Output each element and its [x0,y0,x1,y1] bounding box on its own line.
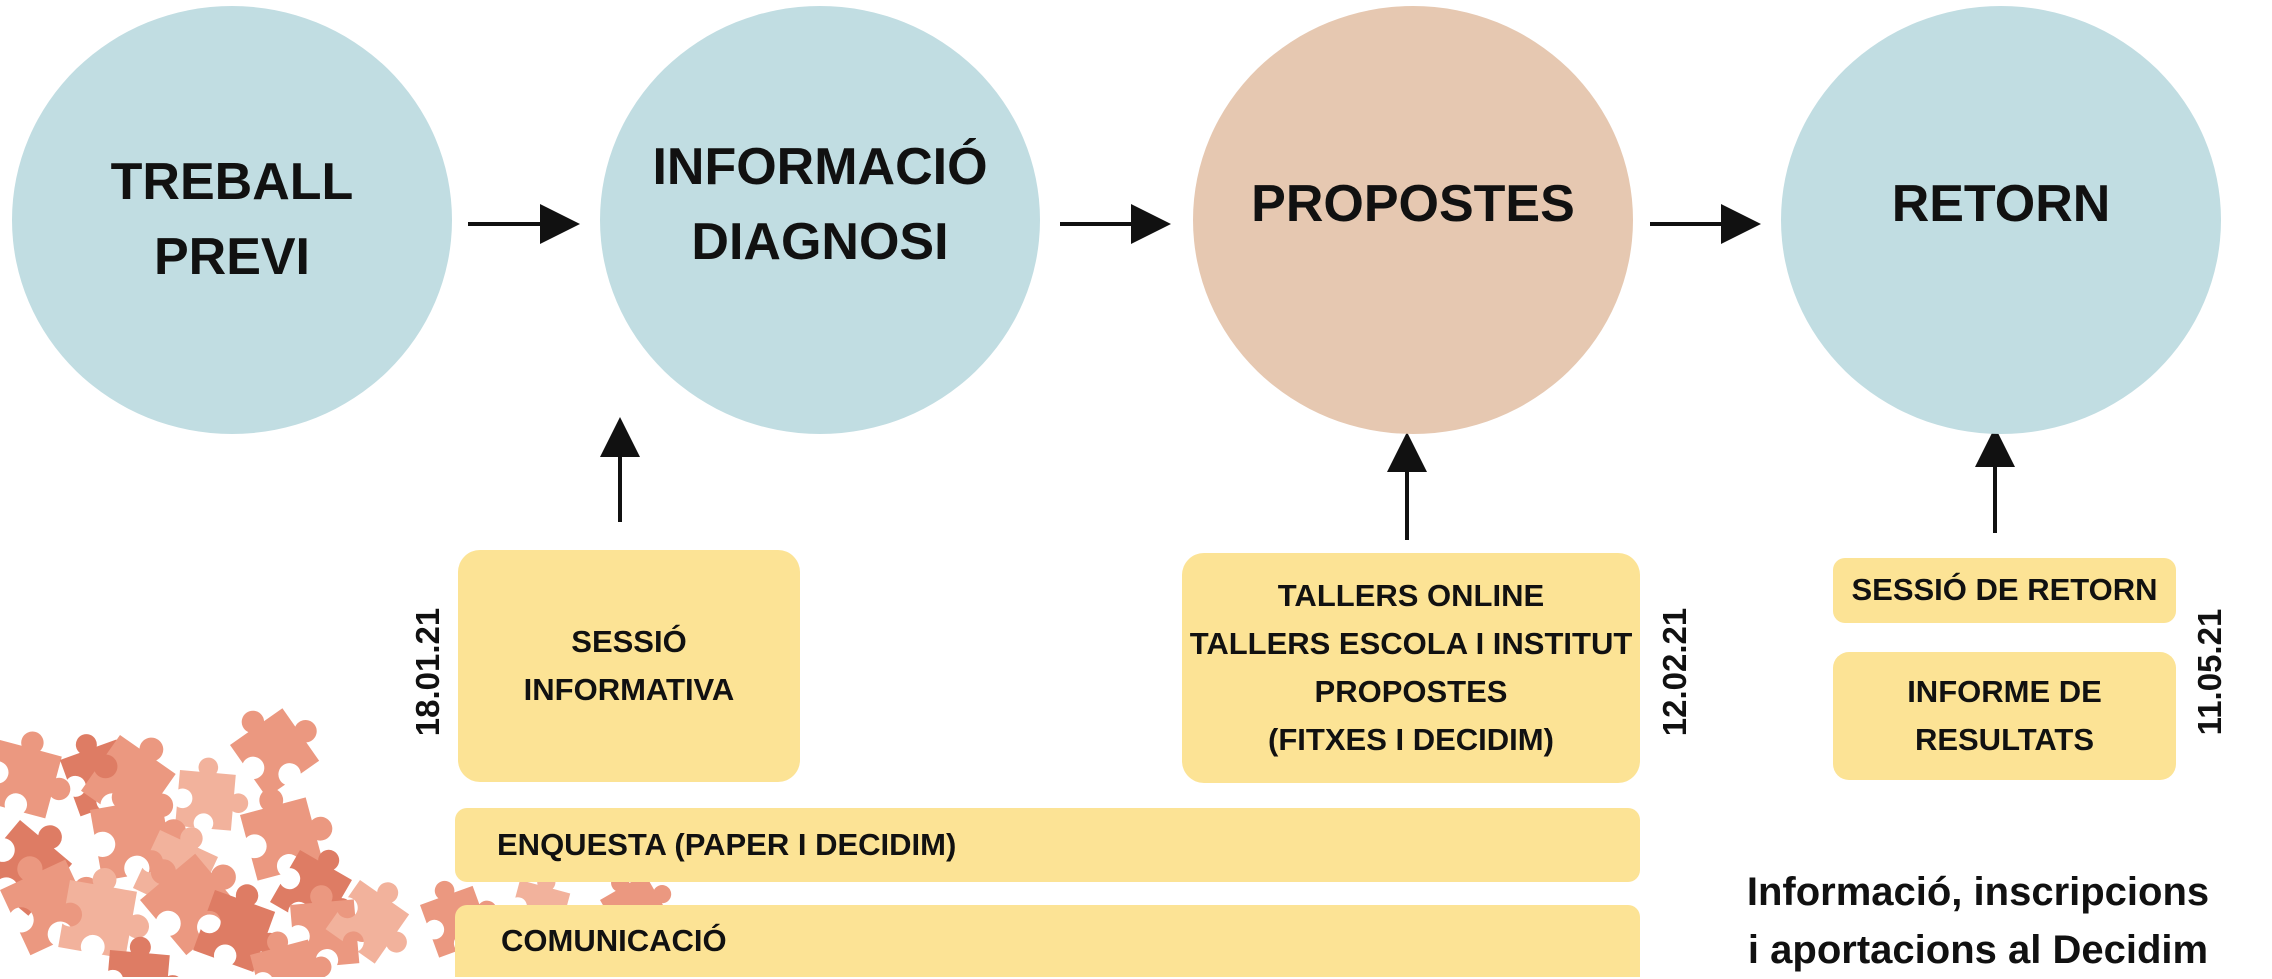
date-tallers: 12.02.21 [1656,607,1693,737]
stage-treball-previ-label: TREBALL PREVI [110,152,354,286]
stage-retorn-label: RETORN [1891,175,2111,234]
stage-informacio-diagnosi: INFORMACIÓ DIAGNOSI [600,6,1040,434]
activity-sessio-informativa: SESSIÓ INFORMATIVA [458,550,800,782]
footer-note: Informació, inscripcions i aportacions a… [1746,870,2210,972]
bar-comunicacio-label: COMUNICACIÓ [501,923,727,958]
stage-informacio-diagnosi-label: INFORMACIÓ DIAGNOSI [652,137,988,271]
stage-propostes-label: PROPOSTES [1251,175,1575,234]
stage-retorn: RETORN [1781,6,2221,434]
bar-comunicacio: COMUNICACIÓ [455,905,1640,977]
bar-enquesta-label: ENQUESTA (PAPER I DECIDIM) [497,827,957,862]
activity-sessio-informativa-label: SESSIÓ INFORMATIVA [523,623,735,707]
bar-enquesta: ENQUESTA (PAPER I DECIDIM) [455,808,1640,882]
activity-sessio-retorn: SESSIÓ DE RETORN [1833,558,2176,623]
date-retorn: 11.05.21 [2191,608,2228,736]
activity-tallers-label: TALLERS ONLINE TALLERS ESCOLA I INSTITUT… [1189,577,1633,758]
date-sessio-informativa: 18.01.21 [409,607,446,737]
activity-sessio-retorn-label: SESSIÓ DE RETORN [1851,572,2158,608]
activity-informe-resultats-label: INFORME DE RESULTATS [1907,673,2102,757]
stage-propostes: PROPOSTES [1193,6,1633,434]
activity-tallers: TALLERS ONLINE TALLERS ESCOLA I INSTITUT… [1182,553,1640,783]
stage-treball-previ: TREBALL PREVI [12,6,452,434]
activity-informe-resultats: INFORME DE RESULTATS [1833,652,2176,780]
